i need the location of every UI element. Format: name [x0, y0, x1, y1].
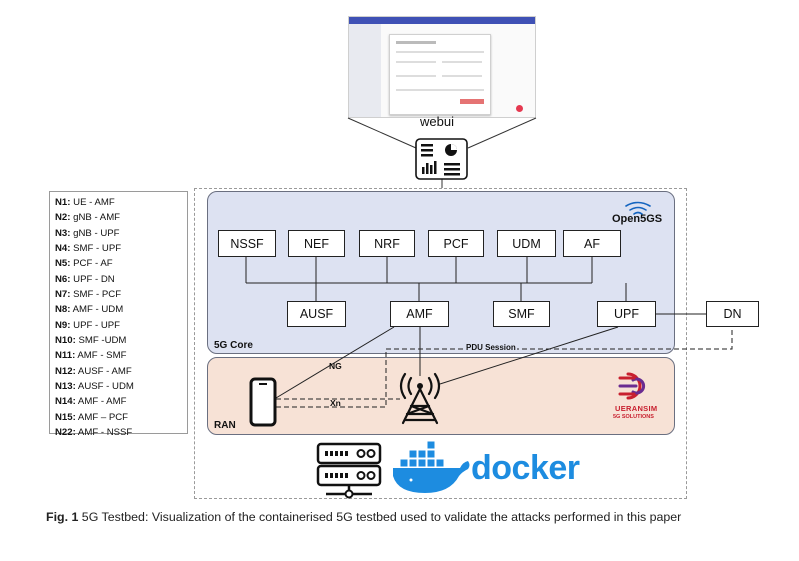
xn-interface-label: Xn	[330, 398, 341, 408]
webui-fab	[516, 105, 523, 112]
webui-label: webui	[420, 114, 454, 129]
legend-item: N1: UE - AMF	[55, 197, 115, 208]
nf-smf: SMF	[493, 301, 550, 327]
interface-legend: N1: UE - AMF N2: gNB - AMF N3: gNB - UPF…	[49, 191, 188, 438]
testbed-container	[194, 188, 687, 499]
figure-caption-text: 5G Testbed: Visualization of the contain…	[78, 510, 682, 524]
open5gs-logo-text: Open5GS	[612, 213, 663, 225]
legend-item: N6: UPF - DN	[55, 273, 115, 285]
nf-nef: NEF	[288, 230, 345, 257]
nf-amf: AMF	[390, 301, 449, 327]
webui-screenshot	[348, 16, 536, 118]
ran-panel	[207, 357, 675, 435]
nf-ausf: AUSF	[287, 301, 346, 327]
nf-nrf: NRF	[359, 230, 415, 257]
ueransim-logo-subtext: 5G SOLUTIONS	[613, 414, 654, 420]
phone-icon	[249, 377, 277, 427]
legend-item: N12: AUSF - AMF	[55, 365, 132, 377]
ueransim-logo-text: UERANSIM	[615, 404, 658, 413]
legend-item: N10: SMF -UDM	[55, 335, 127, 347]
ran-label: RAN	[214, 420, 236, 431]
ng-interface-label: NG	[329, 361, 342, 371]
legend-item: N7: SMF - PCF	[55, 289, 122, 301]
dn-box: DN	[706, 301, 759, 327]
cell-tower-antenna-dot	[417, 383, 423, 389]
nf-nssf: NSSF	[218, 230, 276, 257]
webui-app-bar	[349, 17, 535, 24]
legend-item: N14: AMF - AMF	[55, 396, 127, 408]
legend-item: N3: gNB - UPF	[55, 227, 120, 239]
figure-caption: Fig. 1 5G Testbed: Visualization of the …	[46, 509, 766, 527]
docker-wordmark: docker	[471, 449, 580, 487]
legend-item: N11: AMF - SMF	[55, 350, 127, 362]
figure-number: Fig. 1	[46, 510, 79, 524]
legend-item: N4: SMF - UPF	[55, 243, 122, 255]
nf-pcf: PCF	[428, 230, 484, 257]
legend-item: N8: AMF - UDM	[55, 304, 124, 316]
legend-item: N22: AMF - NSSF	[55, 427, 133, 439]
nf-upf: UPF	[597, 301, 656, 327]
webui-sidebar	[349, 24, 381, 117]
open5gs-wifi-icon	[625, 201, 651, 215]
legend-item: N5: PCF - AF	[55, 258, 113, 270]
legend-item: N15: AMF – PCF	[55, 411, 129, 423]
cell-tower-icon	[399, 372, 441, 425]
5g-core-label: 5G Core	[214, 340, 253, 351]
nf-udm: UDM	[497, 230, 556, 257]
dashboard-icon	[415, 138, 468, 180]
webui-dialog	[389, 34, 491, 115]
pdu-session-label: PDU Session	[465, 343, 517, 352]
server-icon	[316, 442, 382, 499]
legend-item: N9: UPF - UPF	[55, 319, 121, 331]
docker-whale-icon	[393, 440, 470, 493]
legend-item: N13: AUSF - UDM	[55, 381, 134, 393]
nf-af: AF	[563, 230, 621, 257]
legend-item: N2: gNB - AMF	[55, 212, 121, 224]
ueransim-logo-icon	[618, 372, 646, 400]
